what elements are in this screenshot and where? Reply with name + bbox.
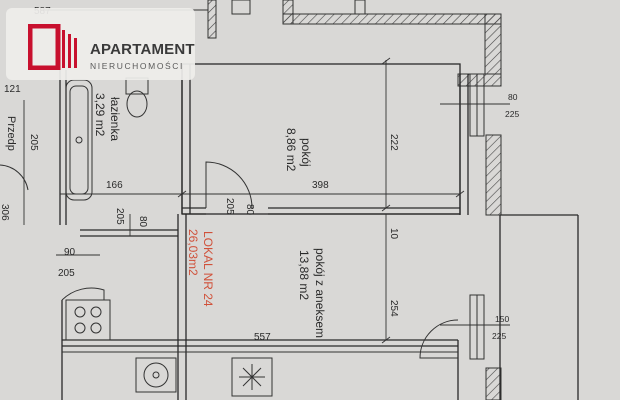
window-bottom-width: 150 [495,314,509,324]
room-area-label: 8,86 m2 [284,128,298,172]
interior-walls [59,63,579,400]
window-top-width: 80 [508,92,518,102]
brand-name: APARTAMENT [90,41,195,58]
dim-80-door-b: 80 [137,216,148,228]
dim-557: 557 [254,332,271,343]
dim-10: 10 [388,228,399,240]
dim-166: 166 [106,180,123,191]
dim-205-door-b: 205 [114,208,125,225]
dim-254: 254 [388,300,399,317]
brand-subtitle: NIERUCHOMOŚCI [90,61,184,71]
logo-card: APARTAMENT NIERUCHOMOŚCI [6,8,195,80]
kitchen-fixtures [65,299,273,397]
main-room-area-label: 13,88 m2 [297,250,311,300]
bathroom-area-label: 3,29 m2 [93,93,107,137]
unit-area-label: 26,03m2 [186,229,200,276]
main-room-name-label: pokój z aneksem [313,248,327,338]
corridor-fragment-label: Przedp [5,116,17,151]
windows [440,73,510,360]
dim-205-low: 205 [58,268,75,279]
dim-205-left: 205 [28,134,39,151]
building-logo-icon [28,24,77,70]
dim-306: 306 [0,204,10,221]
dim-121: 121 [4,84,21,95]
exterior-walls [207,0,502,400]
dimension-lines [23,9,465,353]
dim-222: 222 [388,134,399,151]
bathroom-name-label: łazienka [108,97,122,141]
room-labels: pokój 8,86 m2 łazienka 3,29 m2 pokój z a… [5,93,327,338]
doors [0,161,459,359]
dim-90: 90 [64,247,76,258]
room-name-label: pokój [299,138,313,167]
window-top-height: 225 [505,109,519,119]
unit-number-label: LOKAL NR 24 [201,231,215,307]
dim-398: 398 [312,180,329,191]
dim-205-door-a: 205 [224,198,235,215]
dim-80-door-a: 80 [244,204,255,216]
window-bottom-height: 225 [492,331,506,341]
